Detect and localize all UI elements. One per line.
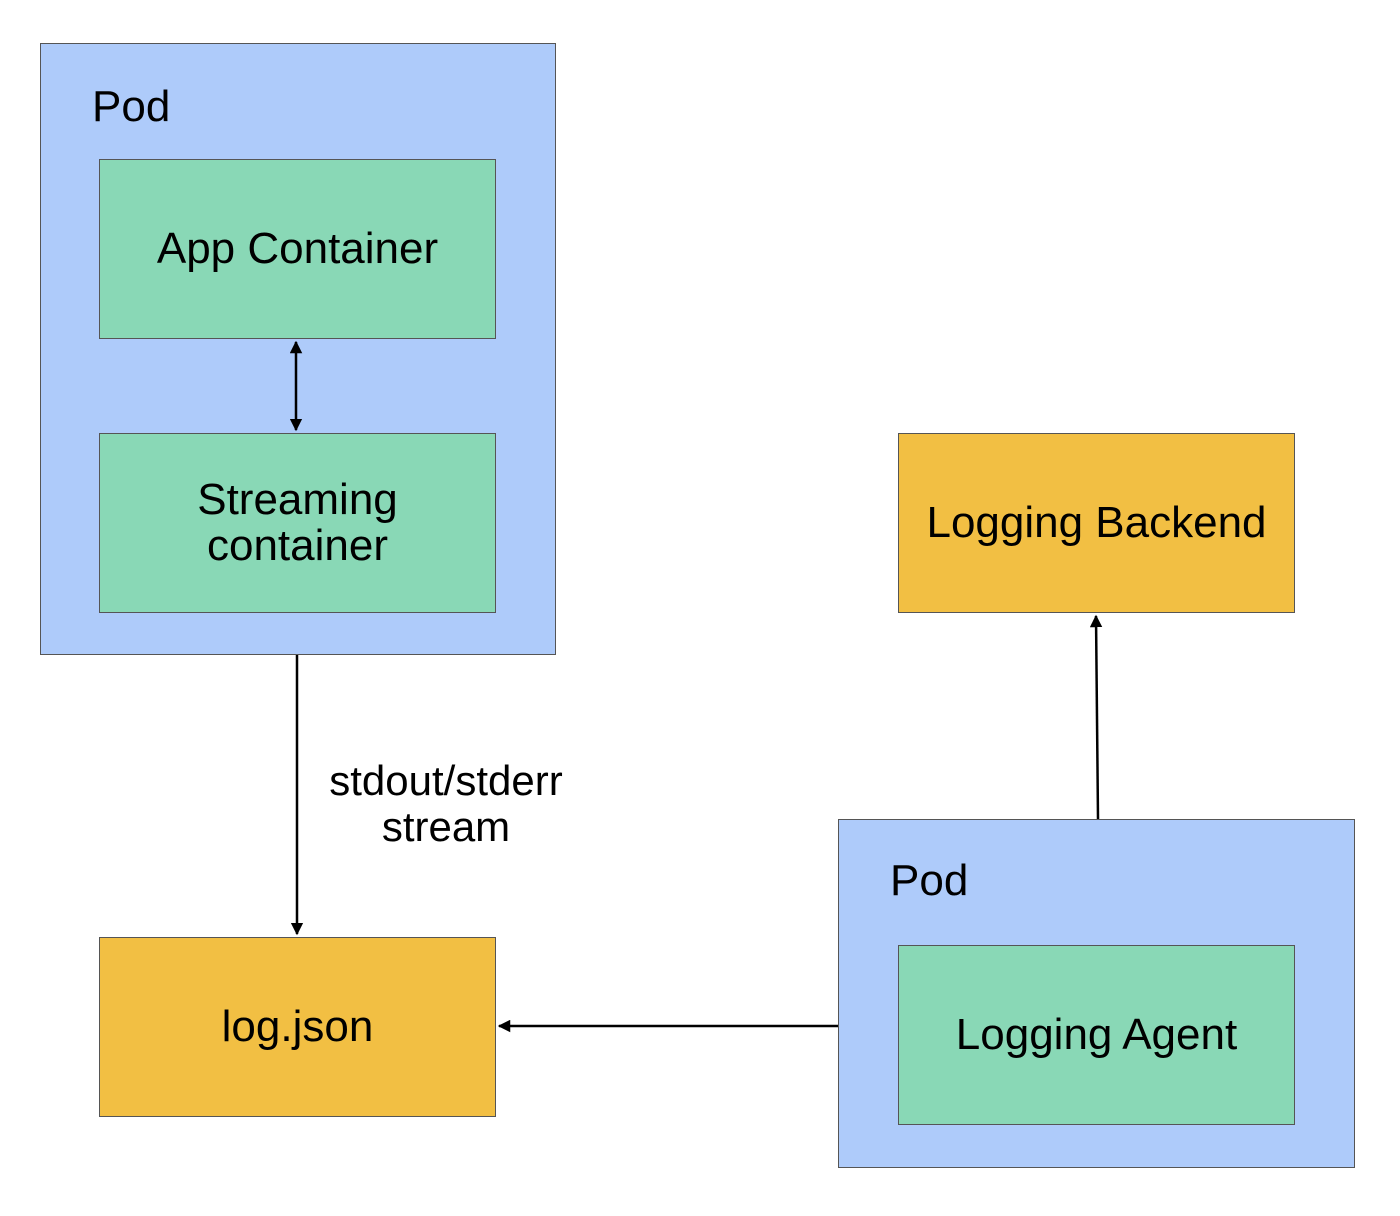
stream-edge-label-line2: stream xyxy=(381,803,511,851)
log-json-label: log.json xyxy=(221,1001,374,1051)
pod-left-label: Pod xyxy=(92,82,171,131)
streaming-container-label: Streaming container xyxy=(197,474,398,570)
app-container-label: App Container xyxy=(156,223,439,273)
logging-agent-box: Logging Agent xyxy=(898,945,1295,1125)
logging-backend-box: Logging Backend xyxy=(898,433,1295,613)
log-json-box: log.json xyxy=(99,937,496,1117)
streaming-container-box: Streaming container xyxy=(99,433,496,613)
logging-agent-label: Logging Agent xyxy=(955,1009,1238,1059)
app-container-box: App Container xyxy=(99,159,496,339)
pod-right-label: Pod xyxy=(890,856,969,905)
logging-backend-label: Logging Backend xyxy=(926,497,1267,547)
stream-edge-label: stdout/stderr stream xyxy=(310,757,582,851)
stream-edge-label-line1: stdout/stderr xyxy=(329,757,563,804)
agent-pod-to-backend-arrow xyxy=(1089,614,1103,820)
